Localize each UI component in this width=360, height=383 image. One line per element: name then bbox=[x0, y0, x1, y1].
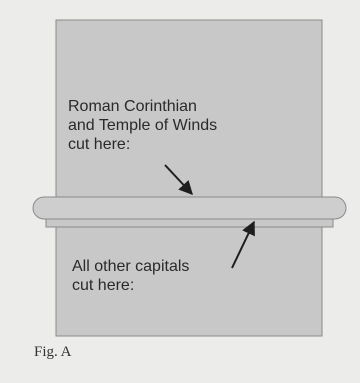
top-cut-arrow bbox=[164, 164, 193, 196]
bottom-cut-label-line: cut here: bbox=[72, 277, 135, 294]
column-shaft-upper bbox=[55, 19, 323, 199]
bottom-cut-arrow bbox=[231, 220, 255, 269]
figure-caption: Fig. A bbox=[34, 344, 72, 360]
column-shaft-lower bbox=[55, 225, 323, 337]
bottom-cut-label: All other capitals cut here: bbox=[72, 257, 189, 295]
astragal-band bbox=[32, 196, 347, 220]
top-cut-label-line: Roman Corinthian bbox=[68, 98, 197, 115]
bottom-cut-label-line: All other capitals bbox=[72, 258, 190, 275]
top-cut-label: Roman Corinthian and Temple of Winds cut… bbox=[68, 97, 217, 154]
fillet bbox=[45, 218, 334, 228]
top-cut-label-line: cut here: bbox=[68, 136, 131, 153]
top-cut-label-line: and Temple of Winds bbox=[68, 117, 218, 134]
